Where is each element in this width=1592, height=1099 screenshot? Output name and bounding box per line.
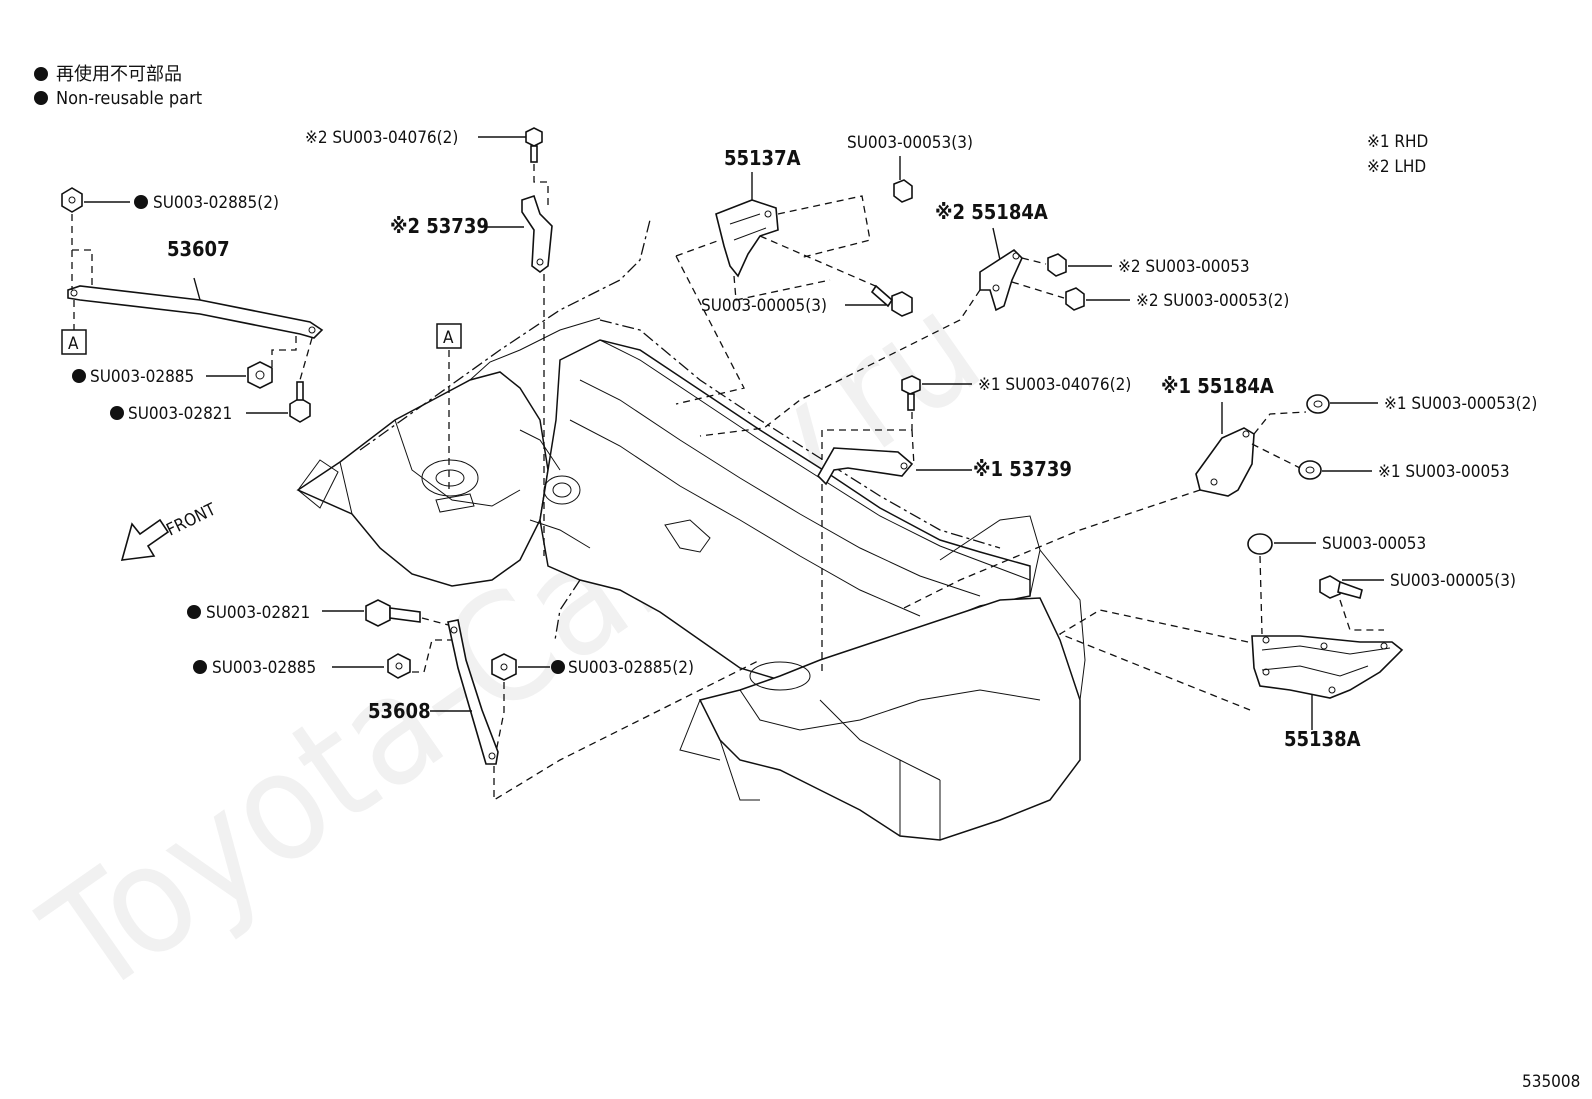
washer-rhd-su003-00053-2: [1306, 394, 1330, 414]
bolt-su003-00005-right: [1319, 575, 1363, 599]
nut-lhd-su003-00053-a: [1047, 253, 1067, 277]
non-reusable-dot-icon: [110, 406, 124, 420]
label-su003-02821-lower: SU003-02821: [206, 603, 310, 623]
non-reusable-dot-icon: [193, 660, 207, 674]
nut-su003-02885-top: [61, 187, 83, 213]
bracket-55184a-lhd: [979, 248, 1023, 312]
view-marker-a-left-label: A: [68, 334, 79, 354]
label-su003-00005-3-right: SU003-00005(3): [1390, 571, 1516, 591]
bracket-55184a-rhd: [1195, 427, 1255, 497]
brace-53607: [67, 285, 324, 339]
view-marker-a-center: [436, 323, 462, 349]
label-su003-02885-lower: SU003-02885: [212, 658, 316, 678]
legend: 再使用不可部品 Non-reusable part: [34, 64, 202, 109]
label-55137a: 55137A: [724, 146, 801, 170]
non-reusable-dot-icon: [34, 67, 48, 81]
non-reusable-dot-icon: [34, 91, 48, 105]
label-rhd-53739: ※1 53739: [973, 457, 1072, 481]
label-su003-00053-3: SU003-00053(3): [847, 133, 973, 153]
view-marker-a-left: [61, 329, 87, 355]
front-direction-arrow: FRONT: [120, 499, 220, 561]
non-reusable-dot-icon: [134, 195, 148, 209]
label-su003-02821-left: SU003-02821: [128, 404, 232, 424]
bracket-53739-rhd: [817, 447, 914, 486]
label-lhd-55184a: ※2 55184A: [935, 200, 1048, 224]
label-53608: 53608: [368, 699, 431, 723]
label-su003-00053-right: SU003-00053: [1322, 534, 1426, 554]
front-label: FRONT: [163, 499, 219, 540]
nut-su003-02885-2-lower: [491, 653, 517, 681]
brace-53608: [447, 619, 499, 765]
label-55138a: 55138A: [1284, 727, 1361, 751]
non-reusable-dot-icon: [551, 660, 565, 674]
label-su003-02885-left: SU003-02885: [90, 367, 194, 387]
label-rhd-55184a: ※1 55184A: [1161, 374, 1274, 398]
label-lhd-su003-00053-2: ※2 SU003-00053(2): [1136, 291, 1289, 311]
nut-su003-00053-3: [893, 179, 913, 203]
note-rhd: ※1 RHD: [1367, 132, 1428, 152]
diagram-number: 535008: [1522, 1072, 1580, 1092]
vehicle-body-structure: [296, 219, 1086, 841]
bolt-su003-04076-lhd: [525, 127, 543, 163]
bolt-su003-04076-rhd: [901, 375, 921, 411]
legend-japanese: 再使用不可部品: [56, 64, 182, 85]
bracket-55137a: [715, 199, 779, 278]
label-su003-02885-2-upper: SU003-02885(2): [153, 193, 279, 213]
bolt-su003-00005-upper: [870, 284, 913, 317]
label-lhd-su003-04076: ※2 SU003-04076(2): [305, 128, 458, 148]
label-rhd-su003-00053: ※1 SU003-00053: [1378, 462, 1510, 482]
bracket-55138a: [1251, 635, 1404, 699]
washer-rhd-su003-00053: [1298, 460, 1322, 480]
nut-su003-02885-left: [247, 361, 273, 389]
label-rhd-su003-04076: ※1 SU003-04076(2): [978, 375, 1131, 395]
nut-su003-02885-lower: [387, 653, 411, 679]
label-rhd-su003-00053-2: ※1 SU003-00053(2): [1384, 394, 1537, 414]
label-su003-02885-2-lower: SU003-02885(2): [568, 658, 694, 678]
label-lhd-su003-00053: ※2 SU003-00053: [1118, 257, 1250, 277]
non-reusable-dot-icon: [187, 605, 201, 619]
bolt-su003-02821-lower: [365, 599, 421, 627]
nut-lhd-su003-00053-b: [1065, 287, 1085, 311]
non-reusable-dot-icon: [72, 369, 86, 383]
label-su003-00005-3-upper: SU003-00005(3): [701, 296, 827, 316]
note-lhd: ※2 LHD: [1367, 157, 1426, 177]
legend-english: Non-reusable part: [56, 88, 202, 109]
view-marker-a-center-label: A: [443, 328, 454, 348]
label-53607: 53607: [167, 237, 230, 261]
bracket-53739-lhd: [521, 194, 553, 273]
bolt-su003-02821-left: [289, 381, 311, 423]
label-lhd-53739: ※2 53739: [390, 214, 489, 238]
washer-su003-00053-right: [1247, 533, 1273, 555]
